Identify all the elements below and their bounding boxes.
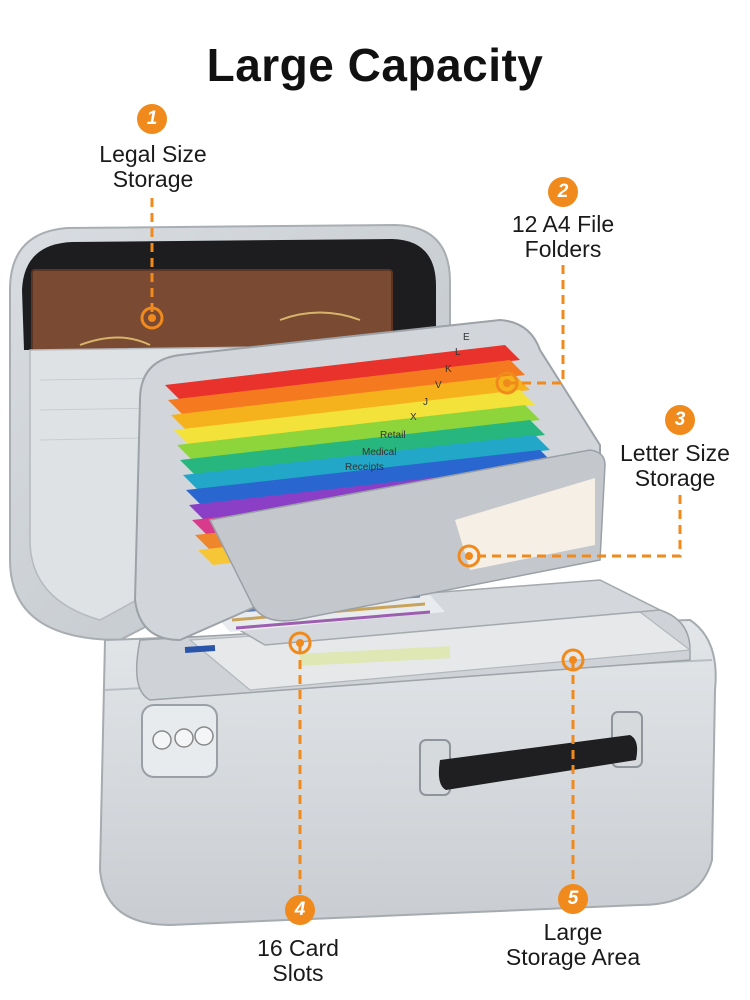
folder-tab-label: K — [445, 364, 452, 375]
callout-5-badge: 5 — [558, 884, 588, 914]
folder-tab-label: Retail — [380, 430, 406, 441]
callout-5-label: Large Storage Area — [505, 919, 641, 970]
callout-1-badge: 1 — [137, 104, 167, 134]
callout-3-badge: 3 — [665, 405, 695, 435]
folder-tab-label: Medical — [362, 447, 396, 458]
callout-leaders — [150, 198, 682, 895]
folder-tab-label: Receipts — [345, 462, 384, 473]
callout-2-badge: 2 — [548, 177, 578, 207]
folder-tab-label: J — [423, 397, 428, 408]
page-title: Large Capacity — [206, 39, 544, 91]
folder-tab-labels: E L K V J X Retail Medical Receipts — [345, 332, 470, 473]
folder-tab-label: V — [435, 380, 442, 391]
callout-1-label: Legal Size Storage — [99, 141, 207, 192]
folder-tab-label: L — [455, 347, 461, 358]
folder-tab-label: E — [463, 332, 470, 343]
callout-4-label: 16 Card Slots — [257, 935, 339, 986]
callout-targets — [140, 306, 585, 672]
folder-tab-label: X — [410, 412, 417, 423]
callout-2-label: 12 A4 File Folders — [511, 211, 615, 262]
file-folders — [133, 318, 606, 642]
callout-4-badge: 4 — [285, 895, 315, 925]
callout-3-label: Letter Size Storage — [620, 440, 730, 491]
